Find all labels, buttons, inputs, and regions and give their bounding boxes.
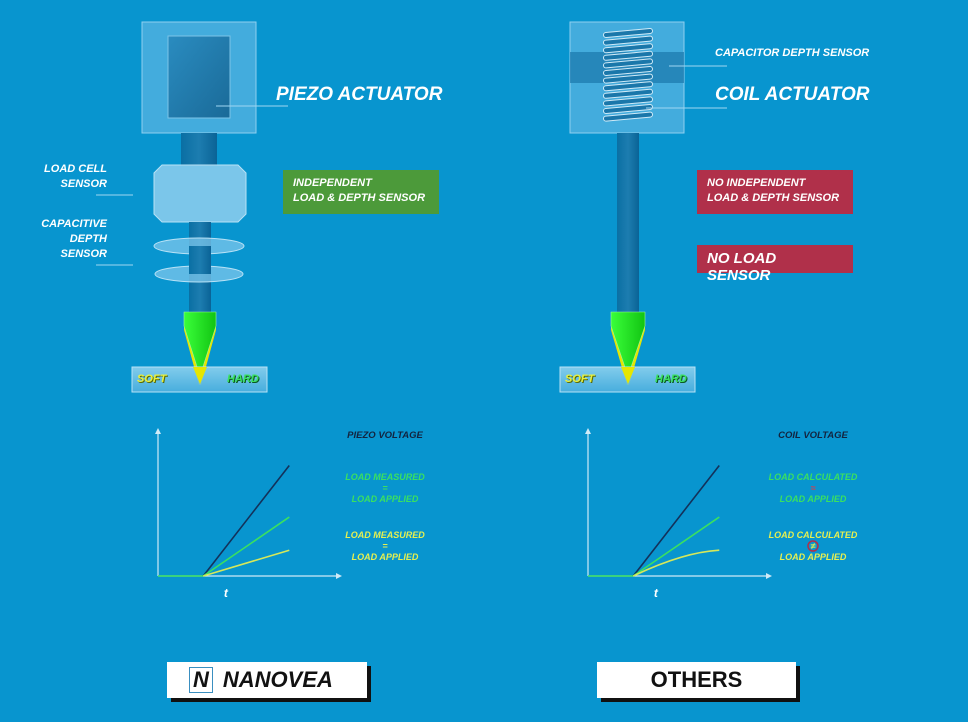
annotation-text: LOAD MEASURED: [345, 472, 425, 482]
hard-label: HARD: [227, 373, 259, 385]
box-line: INDEPENDENT: [293, 177, 372, 189]
x-axis-label: t: [654, 586, 659, 600]
x-axis-label: t: [224, 586, 229, 600]
annotation-text: LOAD APPLIED: [780, 552, 847, 562]
label-line: DEPTH: [69, 233, 107, 245]
series-line: [202, 516, 290, 577]
label-line: SENSOR: [60, 248, 107, 260]
label-line: LOAD CELL: [44, 163, 107, 175]
capacitor-depth-sensor-label: CAPACITOR DEPTH SENSOR: [715, 47, 870, 59]
others-brand-name: OTHERS: [650, 667, 743, 692]
x-axis-arrow-icon: [336, 573, 342, 579]
annotation-text: LOAD APPLIED: [352, 494, 419, 504]
series-line: [632, 516, 720, 577]
y-axis-arrow-icon: [155, 428, 161, 434]
no-independent-sensor-box: NO INDEPENDENT LOAD & DEPTH SENSOR: [697, 170, 853, 214]
series-line: [202, 464, 290, 577]
load-cell-sensor-label: LOAD CELL SENSOR: [44, 162, 107, 192]
coil-turn: [604, 29, 652, 37]
annotation-text: =: [382, 541, 388, 551]
chart-title: COIL VOLTAGE: [778, 430, 848, 441]
annotation-text: LOAD APPLIED: [780, 494, 847, 504]
coil-turn: [604, 97, 652, 106]
coil-turn: [604, 44, 652, 53]
indenter-tip-others: [610, 311, 646, 385]
label-line: SENSOR: [60, 178, 107, 190]
coil-turn: [604, 105, 652, 113]
coil-rod: [617, 133, 639, 313]
hard-label-others: HARD: [655, 373, 687, 385]
x-axis-arrow-icon: [766, 573, 772, 579]
coil-turn: [604, 82, 652, 91]
coil-turn: [604, 112, 652, 121]
series-line: [632, 549, 720, 577]
nanovea-brand-box: N NANOVEA: [167, 662, 367, 698]
series-line: [632, 464, 720, 577]
series-line: [203, 549, 290, 577]
annotation-text: LOAD CALCULATED: [769, 530, 858, 540]
capacitive-depth-sensor-label: CAPACITIVE DEPTH SENSOR: [41, 217, 107, 262]
soft-label-others: SOFT: [565, 373, 595, 385]
annotation-text: ≠: [811, 541, 816, 551]
annotation-text: LOAD MEASURED: [345, 530, 425, 540]
annotation-text: ≈: [811, 483, 816, 493]
upper-rod: [181, 133, 217, 166]
annotation-text: LOAD APPLIED: [352, 552, 419, 562]
piezo-stack: [167, 35, 231, 119]
nanovea-brand-name: NANOVEA: [222, 667, 333, 692]
label-line: CAPACITIVE: [41, 218, 107, 230]
piezo-actuator-housing: [141, 21, 257, 134]
independent-sensor-box: INDEPENDENT LOAD & DEPTH SENSOR: [283, 170, 439, 214]
annotation-text: =: [382, 483, 388, 493]
coil-turn: [604, 59, 652, 68]
soft-label: SOFT: [137, 373, 167, 385]
y-axis-arrow-icon: [585, 428, 591, 434]
coil-turn: [604, 51, 652, 60]
coil-turn: [604, 67, 652, 75]
box-line: NO INDEPENDENT: [707, 177, 806, 189]
no-load-sensor-box: NO LOAD SENSOR: [697, 245, 853, 284]
box-line: LOAD & DEPTH SENSOR: [707, 192, 840, 204]
others-brand-box: OTHERS: [597, 662, 796, 698]
chart-title: PIEZO VOLTAGE: [347, 430, 423, 441]
coil-icon: [603, 28, 653, 122]
not-equal-icon: [807, 540, 819, 552]
coil-turn: [604, 74, 652, 83]
coil-turn: [604, 89, 652, 98]
load-cell: [153, 164, 247, 223]
annotation-text: LOAD CALCULATED: [769, 472, 858, 482]
coil-actuator-label: COIL ACTUATOR: [715, 84, 870, 105]
coil-turn: [604, 36, 652, 45]
box-line: LOAD & DEPTH SENSOR: [293, 192, 426, 204]
nanovea-logo-icon: N: [189, 667, 213, 693]
indenter-tip: [183, 311, 217, 385]
piezo-actuator-label: PIEZO ACTUATOR: [276, 84, 443, 105]
